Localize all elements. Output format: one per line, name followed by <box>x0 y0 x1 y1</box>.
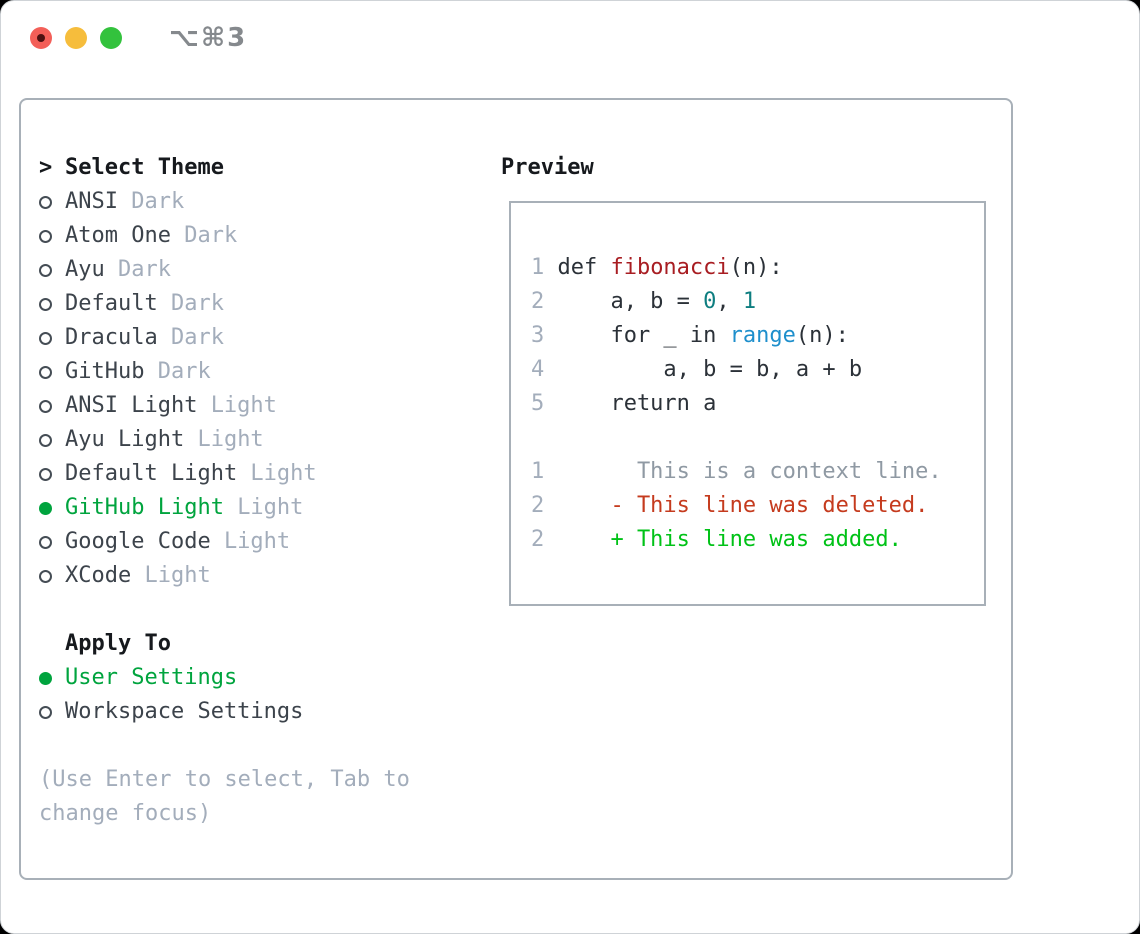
apply-to-header: Apply To <box>65 631 171 656</box>
select-theme-header: > Select Theme <box>39 151 410 185</box>
line-number <box>531 421 544 455</box>
titlebar <box>30 27 122 49</box>
radio-icon <box>39 297 52 311</box>
code-line <box>531 421 984 455</box>
select-theme-label: Select Theme <box>65 155 224 180</box>
code-line: 2 + This line was added. <box>531 523 984 557</box>
radio-icon <box>39 535 52 549</box>
line-number: 5 <box>531 391 545 416</box>
radio-icon <box>39 263 52 277</box>
line-number: 4 <box>531 357 545 382</box>
radio-icon <box>39 365 52 379</box>
code-line: 4 a, b = b, a + b <box>531 353 984 387</box>
minimize-button-icon[interactable] <box>65 27 87 49</box>
radio-icon <box>39 501 52 515</box>
close-button-icon[interactable] <box>30 27 52 49</box>
line-number: 1 <box>531 459 545 484</box>
cursor-arrow-icon: > <box>39 155 53 180</box>
radio-icon <box>39 705 52 719</box>
code-line: 2 a, b = 0, 1 <box>531 285 984 319</box>
code-line: 3 for _ in range(n): <box>531 319 984 353</box>
line-number: 3 <box>531 323 545 348</box>
window-title: ⌥⌘3 <box>169 23 248 53</box>
zoom-button-icon[interactable] <box>100 27 122 49</box>
radio-icon <box>39 569 52 583</box>
code-line: 5 return a <box>531 387 984 421</box>
radio-icon <box>39 229 52 243</box>
hint-line-2: change focus) <box>39 801 212 826</box>
keyboard-hint: (Use Enter to select, Tab to change focu… <box>39 763 410 831</box>
hint-line-1: (Use Enter to select, Tab to <box>39 767 410 792</box>
line-number: 2 <box>531 493 545 518</box>
radio-icon <box>39 433 52 447</box>
line-number: 1 <box>531 255 545 280</box>
radio-icon <box>39 331 52 345</box>
apply-option-user-settings[interactable]: User Settings <box>39 661 410 695</box>
radio-icon <box>39 671 52 685</box>
apply-option-workspace-settings[interactable]: Workspace Settings <box>39 695 410 729</box>
code-line: 2 - This line was deleted. <box>531 489 984 523</box>
radio-icon <box>39 399 52 413</box>
apply-to-list: User Settings Workspace Settings <box>39 661 410 729</box>
line-number: 2 <box>531 527 545 552</box>
code-line: 1 This is a context line. <box>531 455 984 489</box>
preview-title: Preview <box>501 155 594 180</box>
line-number: 2 <box>531 289 545 314</box>
radio-icon <box>39 467 52 481</box>
radio-icon <box>39 195 52 209</box>
